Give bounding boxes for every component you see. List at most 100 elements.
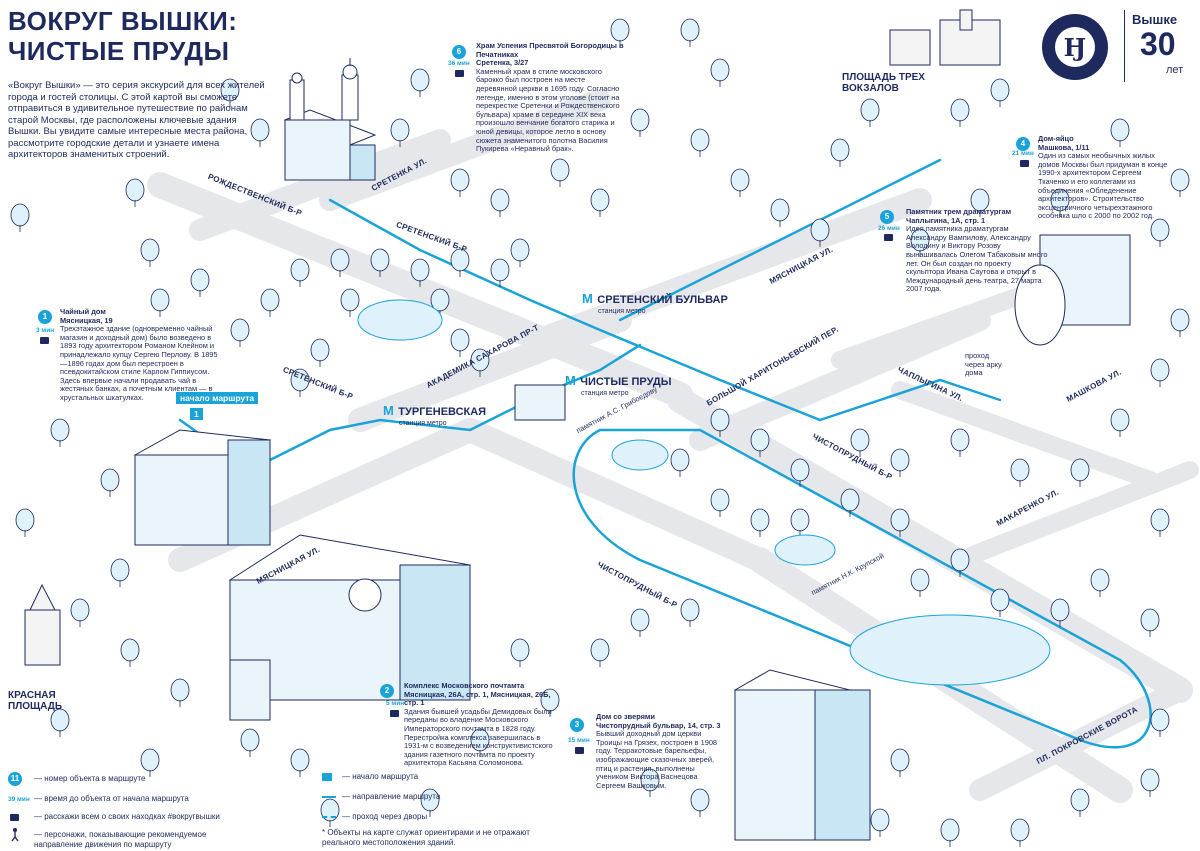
tree-icon [690,788,710,817]
page-title-line2: ЧИСТЫЕ ПРУДЫ [8,36,230,66]
poi-minutes: 3 мин [36,327,55,334]
legend-person-text: — персонажи, показывающие рекомендуемое … [34,830,207,849]
metro-name: ЧИСТЫЕ ПРУДЫ [580,376,672,388]
legend-right: — начало маршрута — направление маршрута… [322,770,582,850]
legend-camera-icon [10,814,19,821]
metro-chistye-prudy: М ЧИСТЫЕ ПРУДЫ станция метро [565,372,671,397]
metro-sretensky: М СРЕТЕНСКИЙ БУЛЬВАР станция метро [582,290,728,315]
metro-sub: станция метро [598,308,646,315]
trees-layer [10,18,1190,847]
poi-addr: Чаплыгина, 1А, стр. 1 [906,215,986,225]
hse-logo: Ӈ ВЫСШАЯ ШКОЛА ЭКОНОМИКИ Вышке 30 лет [1040,10,1200,85]
tree-icon [290,368,310,397]
legend: 11 — номер объекта в маршруте 39 мин — в… [8,770,338,850]
tree-icon [450,248,470,277]
legend-start-icon [322,773,332,781]
poi-addr: Машкова, 1/11 [1038,142,1090,152]
tree-icon [15,508,35,537]
poi-title: Комплекс Московского почтамта [404,681,525,690]
buildings-layer [24,9,1131,841]
tree-icon [410,258,430,287]
tree-icon [490,188,510,217]
tree-icon [310,338,330,367]
tree-icon [990,588,1010,617]
poi-text: Каменный храм в стиле московского барокк… [476,66,620,154]
tree-icon [1110,408,1130,437]
logo-divider [1124,10,1125,82]
tree-icon [640,768,660,797]
poi-text: Бывший доходный дом церкви Троицы на Гря… [596,729,718,790]
tree-icon [870,808,890,837]
poi-title: Дом со зверями [596,712,655,721]
tree-icon [190,268,210,297]
poi-text: Трехэтажное здание (одновременно чайный … [60,324,218,402]
tree-icon [950,428,970,457]
tea-house-building [133,429,272,546]
tree-icon [125,178,145,207]
tree-icon [330,248,350,277]
tree-icon [50,708,70,737]
metro-m-icon: М [565,373,576,388]
tree-icon [810,218,830,247]
poi-number-badge: 4 [1016,137,1030,151]
tree-icon [100,468,120,497]
tree-icon [890,508,910,537]
tree-icon [370,248,390,277]
tree-icon [470,348,490,377]
tree-icon [1050,188,1070,217]
tree-icon [250,118,270,147]
tree-icon [710,58,730,87]
poi-text: Идея памятника драматургам Александру Ва… [906,224,1048,294]
tree-icon [710,488,730,517]
route-start-label: начало маршрута [176,392,259,404]
poi-minutes: 15 мин [568,737,590,744]
metro-name: ТУРГЕНЕВСКАЯ [398,406,487,418]
tree-icon [790,458,810,487]
poi-number-badge: 1 [38,310,52,324]
route-start-num: 1 [190,408,203,420]
ponds-layer [357,299,1051,686]
tree-icon [510,238,530,267]
legend-direction-icon [322,796,336,798]
tree-icon [830,138,850,167]
tree-icon [590,638,610,667]
legend-num-badge: 11 [8,772,22,786]
metro-sub: станция метро [399,420,447,427]
tree-icon [690,128,710,157]
metro-sub: станция метро [581,390,629,397]
metro-turgenevskaya: М ТУРГЕНЕВСКАЯ станция метро [383,402,486,427]
tree-icon [70,598,90,627]
tree-icon [1110,118,1130,147]
legend-num-text: — номер объекта в маршруте [34,774,146,783]
tree-icon [510,638,530,667]
route-start-marker: начало маршрута 1 [176,392,259,422]
poi-addr: Мясницкая, 19 [60,315,113,325]
poi-title: Храм Успения Пресвятой Богородицы в Печа… [476,41,624,59]
tree-icon [940,818,960,847]
legend-yards-icon [322,816,336,818]
tree-icon [750,508,770,537]
tree-icon [950,548,970,577]
tree-icon [420,788,440,817]
poi-title: Памятник трем драматургам [906,207,1012,216]
tree-icon [260,288,280,317]
route-line [178,158,1152,749]
tree-icon [290,748,310,777]
camera-icon [575,747,584,754]
tree-icon [170,678,190,707]
tree-icon [630,108,650,137]
poi-title: Дом-яйцо [1038,134,1074,143]
tree-icon [1070,458,1090,487]
tree-icon [680,598,700,627]
camera-icon [1020,160,1029,167]
tree-icon [850,428,870,457]
tree-icon [450,168,470,197]
tree-icon [890,448,910,477]
metro-m-icon: М [383,403,394,418]
poi-number-badge: 6 [452,45,466,59]
tree-icon [1140,608,1160,637]
tree-icon [750,428,770,457]
